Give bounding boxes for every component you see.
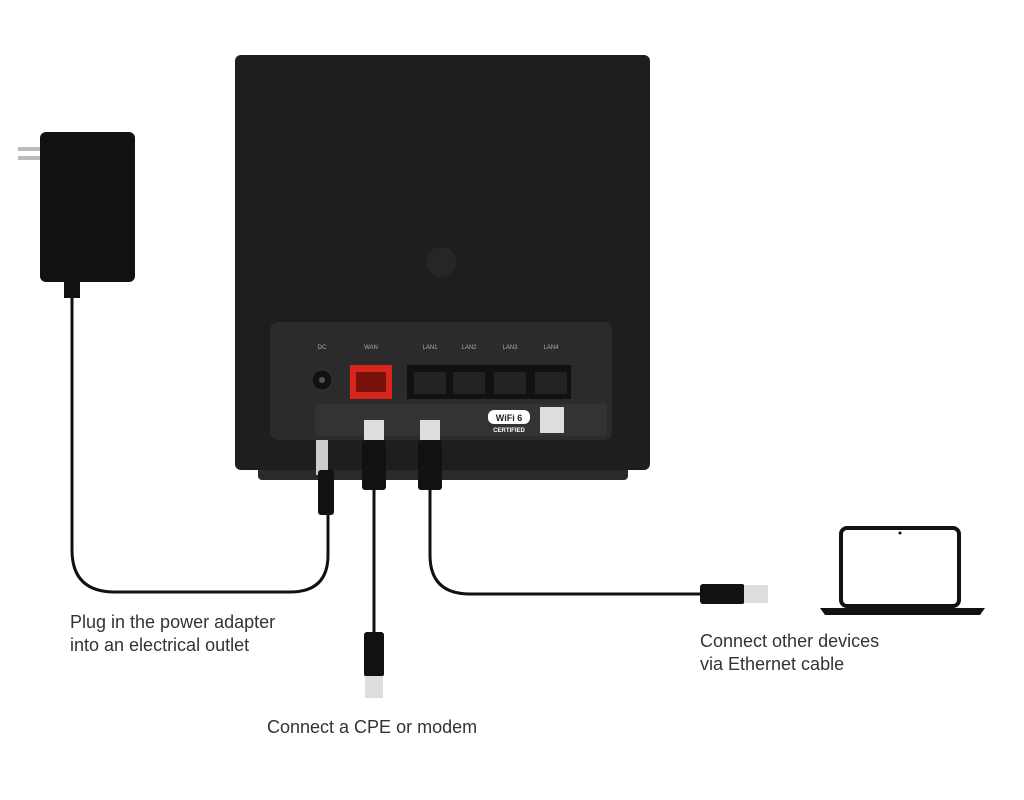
port-label-lan4: LAN4 (543, 345, 559, 351)
laptop-icon (820, 526, 985, 615)
svg-text:CERTIFIED: CERTIFIED (493, 428, 525, 434)
dc-plug (316, 440, 328, 475)
port-label-wan: WAN (364, 345, 378, 351)
power-caption: Plug in the power adapter into an electr… (70, 611, 275, 657)
qr-code (540, 407, 564, 433)
router: DC WAN LAN1 LAN2 LAN3 LAN4 WiFi 6 CERTIF… (235, 55, 650, 480)
port-label-dc: DC (318, 345, 327, 351)
power-caption-line1: Plug in the power adapter (70, 612, 276, 632)
devices-caption: Connect other devices via Ethernet cable (700, 630, 879, 676)
power-adapter (18, 132, 334, 515)
port-label-lan3: LAN3 (502, 345, 518, 351)
devices-caption-line1: Connect other devices (700, 631, 880, 651)
lan-ethernet-plug (418, 420, 768, 604)
wan-ethernet-plug (362, 420, 386, 698)
lan-cable (428, 485, 705, 596)
power-caption-line2: into an electrical outlet (70, 635, 250, 655)
modem-caption: Connect a CPE or modem (267, 717, 478, 737)
port-label-lan2: LAN2 (461, 345, 477, 351)
devices-caption-line2: via Ethernet cable (700, 654, 845, 674)
label-sticker (315, 404, 607, 436)
power-cable (70, 290, 330, 594)
port-label-lan1: LAN1 (422, 345, 438, 351)
wifi6-logo (488, 410, 530, 424)
logo-icon (426, 247, 456, 277)
svg-text:WiFi 6: WiFi 6 (496, 413, 522, 423)
